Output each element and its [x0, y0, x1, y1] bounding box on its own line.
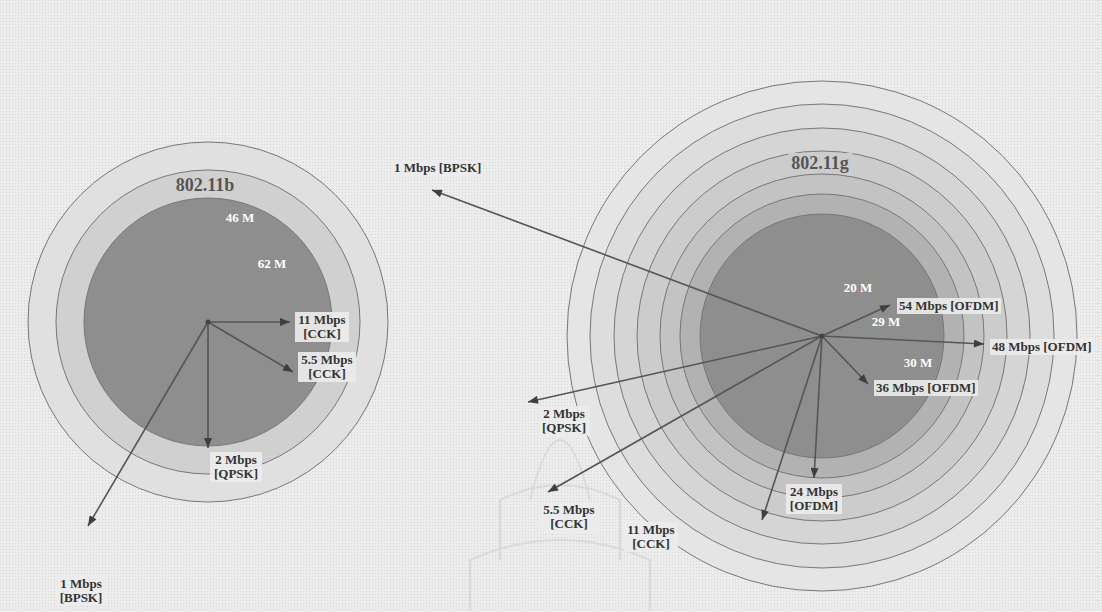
rate-label-wrap: 24 Mbps [OFDM]	[786, 484, 842, 514]
standard-name-wrap: 802.11b	[173, 175, 238, 195]
rate-label: 1 Mbps [BPSK]	[392, 160, 483, 176]
range-ring	[56, 170, 360, 474]
distance-label-wrap: 30 M	[904, 353, 933, 371]
rate-label-wrap: 11 Mbps [CCK]	[295, 312, 349, 342]
rate-label-wrap: 54 Mbps [OFDM]	[897, 296, 1001, 314]
rate-label-wrap: 2 Mbps [QPSK]	[210, 452, 262, 482]
rate-label: 48 Mbps [OFDM]	[990, 339, 1094, 355]
range-ring	[567, 81, 1077, 591]
rate-arrow	[88, 322, 208, 526]
rate-label: 2 Mbps [QPSK]	[210, 452, 262, 482]
rate-label: 5.5 Mbps [CCK]	[298, 352, 356, 382]
rate-label-wrap: 36 Mbps [OFDM]	[874, 378, 978, 396]
distance-label-wrap: 20 M	[844, 278, 873, 296]
rate-label: 54 Mbps [OFDM]	[897, 298, 1001, 314]
rate-label-wrap: 5.5 Mbps [CCK]	[540, 502, 598, 532]
rate-label: 1 Mbps [BPSK]	[56, 576, 106, 606]
rate-label: 11 Mbps [CCK]	[295, 312, 349, 342]
access-point-dot	[820, 334, 825, 339]
distance-label: 29 M	[872, 315, 901, 329]
access-point-dot	[206, 320, 211, 325]
rate-arrow	[822, 336, 868, 384]
distance-label: 20 M	[844, 281, 873, 295]
standard-name-wrap: 802.11g	[788, 153, 852, 173]
rate-label: 5.5 Mbps [CCK]	[540, 502, 598, 532]
range-ring	[700, 214, 944, 458]
rate-label-wrap: 48 Mbps [OFDM]	[990, 337, 1094, 355]
range-ring	[614, 128, 1030, 544]
rate-arrow	[432, 190, 822, 336]
standard-name: 802.11g	[788, 153, 852, 173]
rate-arrow	[528, 336, 822, 402]
watermark-base	[470, 540, 650, 610]
rate-label: 11 Mbps [CCK]	[624, 522, 678, 552]
rate-label: 2 Mbps [QPSK]	[538, 406, 590, 436]
rate-label-wrap: 11 Mbps [CCK]	[624, 522, 678, 552]
watermark-tier	[500, 485, 620, 560]
rate-arrow	[822, 336, 984, 344]
rate-label-wrap: 2 Mbps [QPSK]	[538, 406, 590, 436]
rate-label-wrap: 1 Mbps [BPSK]	[392, 158, 483, 176]
distance-label-wrap: 62 M	[258, 254, 287, 272]
standard-name: 802.11b	[173, 175, 238, 195]
range-ring	[680, 194, 964, 478]
range-ring	[28, 142, 388, 502]
rate-label-wrap: 5.5 Mbps [CCK]	[298, 352, 356, 382]
distance-label: 46 M	[226, 211, 255, 225]
rate-label: 36 Mbps [OFDM]	[874, 380, 978, 396]
range-ring	[637, 151, 1007, 521]
rate-arrow	[207, 322, 209, 448]
watermark-spire	[530, 440, 590, 500]
range-ring	[590, 104, 1054, 568]
rate-arrow	[208, 322, 293, 372]
distance-label: 62 M	[258, 257, 287, 271]
rate-label-wrap: 1 Mbps [BPSK]	[56, 576, 106, 606]
rate-label: 24 Mbps [OFDM]	[786, 484, 842, 514]
distance-label-wrap: 29 M	[872, 312, 901, 330]
range-ring	[660, 174, 984, 498]
rate-arrow	[208, 321, 290, 323]
distance-label-wrap: 46 M	[226, 208, 255, 226]
distance-label: 30 M	[904, 356, 933, 370]
